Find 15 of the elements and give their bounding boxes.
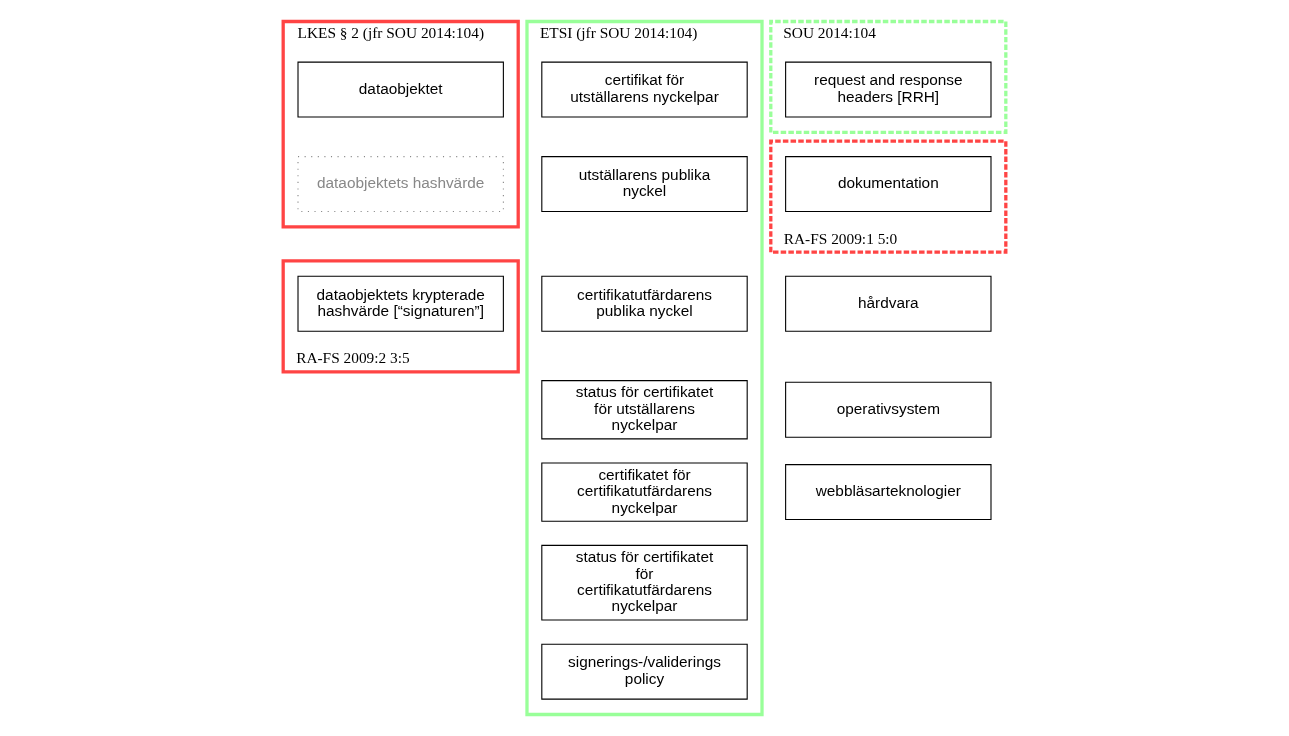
node-box: dataobjektet — [297, 61, 504, 118]
node-box: certifikat för utställarens nyckelpar — [541, 61, 748, 118]
node-box: signerings-/validerings policy — [541, 643, 748, 700]
node-box: status för certifikatet för utställarens nyckelpar — [541, 380, 748, 440]
node-box: webbläsarteknologier — [785, 464, 992, 521]
node-box: certifikatet för certifikatutfärdarens nyckelpar — [541, 462, 748, 522]
node-box: dataobjektets hashvärde — [297, 156, 504, 213]
node-box: operativsystem — [785, 381, 992, 438]
node-box: dokumentation — [785, 156, 992, 213]
node-box: request and response headers [RRH] — [785, 61, 992, 118]
node-box: utställarens publika nyckel — [541, 156, 748, 213]
node-box: status för certifikatet för certifikatutfärdarens nyckelpar — [541, 544, 748, 621]
node-box: certifikatutfärdarens publika nyckel — [541, 275, 748, 332]
node-box: dataobjektets krypterade hashvärde [“signaturen”] — [297, 275, 504, 332]
node-box: hårdvara — [785, 275, 992, 332]
